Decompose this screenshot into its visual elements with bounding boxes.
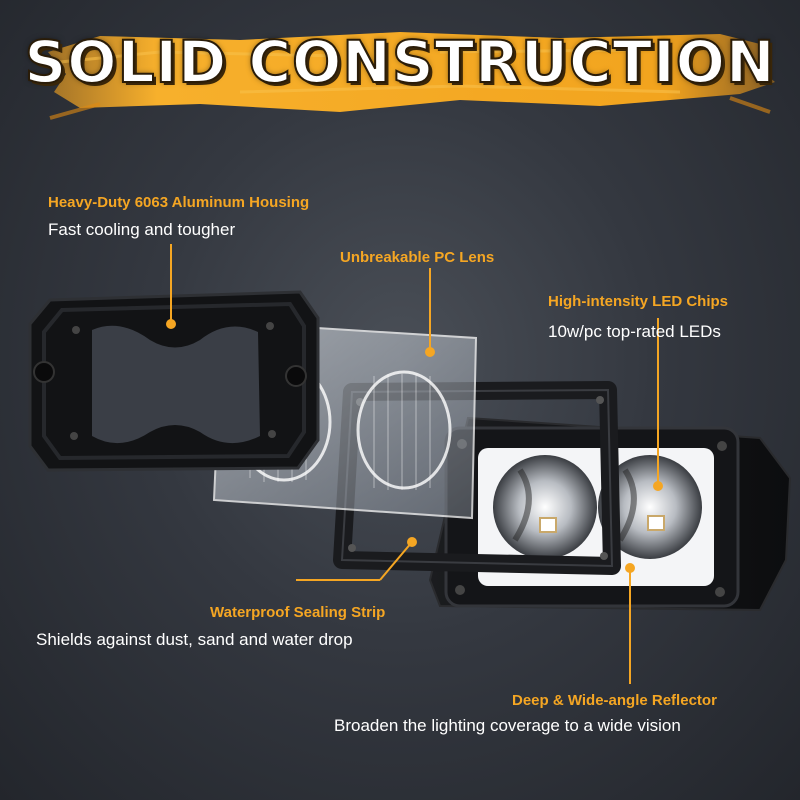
- callout-desc-led-chips: 10w/pc top-rated LEDs: [548, 322, 721, 341]
- callout-desc-housing: Fast cooling and tougher: [48, 220, 236, 239]
- aluminum-housing-bezel: [28, 290, 320, 472]
- brush-stroke-banner: [48, 32, 775, 120]
- callout-label-sealing-strip: Waterproof Sealing Strip: [210, 604, 386, 621]
- callout-leaders: [166, 244, 663, 684]
- callout-label-lens: Unbreakable PC Lens: [340, 249, 495, 266]
- callout-desc-reflector: Broaden the lighting coverage to a wide …: [334, 716, 681, 735]
- callout-desc-sealing-strip: Shields against dust, sand and water dro…: [36, 630, 353, 649]
- page-title: SOLID CONSTRUCTION: [23, 27, 776, 97]
- callout-label-reflector: Deep & Wide-angle Reflector: [512, 692, 717, 709]
- callout-label-led-chips: High-intensity LED Chips: [548, 293, 728, 310]
- callout-label-housing: Heavy-Duty 6063 Aluminum Housing: [48, 194, 310, 211]
